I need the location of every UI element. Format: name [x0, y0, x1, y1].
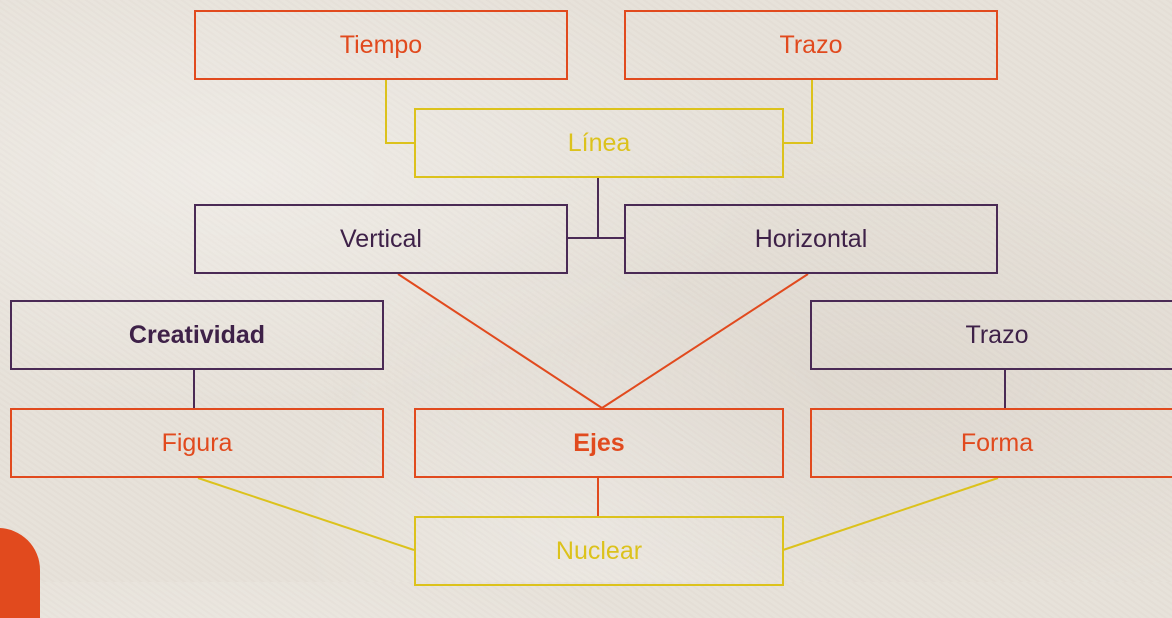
node-figura: Figura [10, 408, 384, 478]
node-nuclear-label: Nuclear [555, 536, 643, 565]
connector-tiempo-linea [385, 80, 415, 144]
connector-horizontal-ejes [601, 273, 809, 409]
node-trazo-right: Trazo [810, 300, 1172, 370]
connector-forma-nuclear [782, 477, 999, 551]
node-tiempo-label: Tiempo [339, 30, 423, 59]
node-forma: Forma [810, 408, 1172, 478]
node-linea: Línea [414, 108, 784, 178]
node-creatividad: Creatividad [10, 300, 384, 370]
node-vertical-label: Vertical [340, 224, 422, 253]
node-forma-label: Forma [960, 428, 1034, 457]
node-vertical: Vertical [194, 204, 568, 274]
node-creatividad-label: Creatividad [128, 320, 266, 349]
connector-lines [193, 80, 1006, 551]
node-horizontal-label: Horizontal [754, 224, 868, 253]
node-horizontal: Horizontal [624, 204, 998, 274]
concept-map: Tiempo Trazo Línea Vertical Horizontal C… [0, 10, 1172, 618]
node-figura-label: Figura [161, 428, 233, 457]
node-trazo-top: Trazo [624, 10, 998, 80]
node-ejes: Ejes [414, 408, 784, 478]
node-trazo-right-label: Trazo [965, 320, 1029, 349]
node-ejes-label: Ejes [573, 428, 625, 457]
node-nuclear: Nuclear [414, 516, 784, 586]
node-linea-label: Línea [567, 128, 631, 157]
connector-figura-nuclear [197, 477, 415, 551]
node-tiempo: Tiempo [194, 10, 568, 80]
connector-trazo-linea [783, 80, 813, 144]
connector-vertical-ejes [397, 273, 603, 409]
node-trazo-top-label: Trazo [779, 30, 843, 59]
